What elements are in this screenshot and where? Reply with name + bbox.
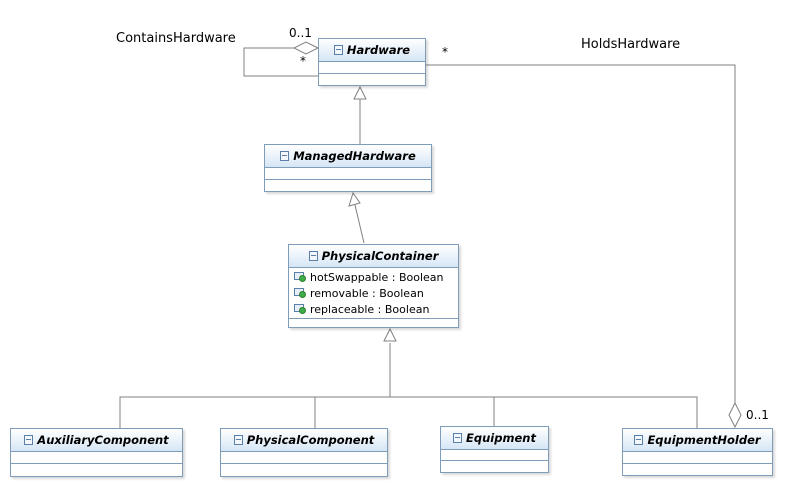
attributes-compartment [221,452,387,464]
operations-compartment [265,180,431,191]
class-name: ManagedHardware [293,149,416,163]
attribute-text: replaceable : Boolean [310,302,430,316]
class-managed-hardware[interactable]: ManagedHardware [264,144,432,192]
attribute-row[interactable]: replaceable : Boolean [289,301,458,317]
attribute-row[interactable]: removable : Boolean [289,285,458,301]
attributes-compartment [441,450,548,461]
operations-compartment [441,461,548,472]
operations-compartment [289,319,458,327]
attributes-compartment [265,168,431,180]
aggregation-diamond [728,401,742,429]
class-icon [333,45,343,55]
class-name: Hardware [346,43,411,57]
contains-hardware-connector[interactable] [243,47,318,77]
attribute-icon [294,304,307,314]
attribute-text: hotSwappable : Boolean [310,270,444,284]
class-icon [308,251,318,261]
attribute-icon [294,272,307,282]
generalization-connector[interactable] [354,204,365,244]
class-hardware[interactable]: Hardware [318,38,426,86]
multiplicity-contains-target: * [300,54,306,68]
class-physical-container[interactable]: PhysicalContainer hotSwappable : Boolean… [288,244,459,328]
holds-hardware-connector[interactable] [426,64,736,403]
operations-compartment [319,74,425,85]
attributes-compartment [11,452,182,464]
class-name: AuxiliaryComponent [37,433,169,447]
class-icon [24,435,34,445]
class-equipment-holder[interactable]: EquipmentHolder [622,428,773,476]
class-auxiliary-component[interactable]: AuxiliaryComponent [10,428,183,477]
class-name: PhysicalComponent [246,433,375,447]
attribute-row[interactable]: hotSwappable : Boolean [289,269,458,285]
class-icon [453,433,463,443]
association-name-holds-hardware: HoldsHardware [581,37,681,52]
operations-compartment [11,464,182,476]
generalization-arrowhead [383,327,397,342]
attributes-compartment: hotSwappable : Boolean removable : Boole… [289,268,458,319]
class-icon [233,435,243,445]
class-equipment[interactable]: Equipment [440,426,549,473]
multiplicity-contains-source: 0..1 [289,26,312,40]
aggregation-diamond [292,41,320,55]
class-name: PhysicalContainer [321,249,439,263]
class-name: EquipmentHolder [647,433,761,447]
attribute-icon [294,288,307,298]
multiplicity-holds-source: 0..1 [746,408,769,422]
class-icon [280,151,290,161]
multiplicity-holds-target: * [442,45,448,59]
operations-compartment [221,464,387,476]
attributes-compartment [319,62,425,74]
attributes-compartment [623,452,772,464]
attribute-text: removable : Boolean [310,286,424,300]
generalization-arrowhead [348,191,361,207]
generalization-arrowhead [353,85,367,100]
generalization-branch [119,396,698,428]
operations-compartment [623,464,772,475]
class-icon [634,435,644,445]
association-name-contains-hardware: ContainsHardware [116,31,236,46]
class-physical-component[interactable]: PhysicalComponent [220,428,388,477]
class-name: Equipment [466,431,536,445]
